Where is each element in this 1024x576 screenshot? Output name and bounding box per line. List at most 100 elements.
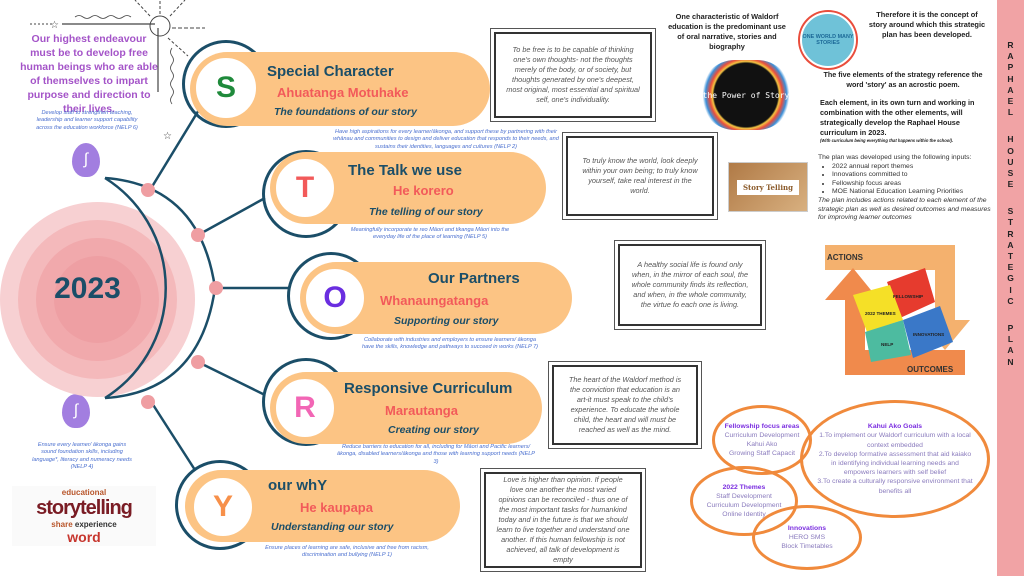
element-maori: Marautanga [385, 403, 458, 418]
leaf-logo-icon: ∫ [62, 394, 90, 428]
quote-box: Love is higher than opinion. If people l… [480, 468, 646, 572]
quote-text: Love is higher than opinion. If people l… [496, 475, 630, 564]
inputs-section: The plan was developed using the followi… [818, 154, 994, 223]
ellipse-title: Kahui Ako Goals [867, 423, 923, 431]
actions-label: ACTIONS [827, 253, 864, 262]
quote-box: The heart of the Waldorf method is the c… [548, 361, 702, 449]
outcomes-label: OUTCOMES [907, 365, 954, 374]
fellowship-ellipse: Fellowship focus areas Curriculum Develo… [712, 405, 812, 475]
ellipse-title: 2022 Themes [722, 483, 766, 491]
wordcloud-word: share [51, 519, 73, 529]
ellipse-item: Growing Staff Capacit [729, 450, 795, 458]
banner-letter: A [1007, 345, 1014, 356]
banner-letter: T [1007, 251, 1014, 261]
banner-letter: N [1007, 356, 1014, 367]
letter-circle-o: O [302, 265, 368, 331]
puzzle-innovations [903, 306, 953, 358]
element-letter: O [323, 281, 347, 314]
banner-letter: E [1007, 95, 1014, 106]
ellipse-item: 1.To implement our Waldorf curriculum wi… [819, 432, 971, 449]
banner-letter: H [1007, 73, 1014, 84]
ellipse-item: Curriculum Development [724, 431, 800, 439]
ellipse-item: Online Identity [722, 511, 766, 519]
banner-letter: A [1007, 84, 1014, 95]
element-subtitle: Supporting our story [394, 315, 499, 327]
element-letter: S [215, 71, 236, 104]
connector-node [209, 281, 223, 295]
wordcloud-word: educational [61, 487, 107, 497]
banner-letter: R [1007, 40, 1014, 50]
element-title: Responsive Curriculum [344, 380, 513, 397]
element-nelp: Have high aspirations for every learner/… [333, 129, 559, 150]
banner-letter: T [1007, 217, 1014, 228]
quote-text: The heart of the Waldorf method is the c… [568, 375, 682, 434]
letter-circle-y: Y [190, 474, 256, 540]
banner-letter: E [1007, 179, 1014, 190]
element-nelp: Ensure places of learning are safe, incl… [265, 545, 429, 559]
banner-letter: S [1007, 206, 1014, 217]
svg-text:☆: ☆ [163, 131, 172, 142]
banner-letter: U [1007, 156, 1014, 167]
banner-letter: I [1009, 284, 1012, 295]
element-maori: He korero [393, 183, 454, 198]
banner-letter: L [1007, 334, 1014, 345]
ellipse-item: Kahui Ako [746, 441, 778, 448]
letter-circle-s: S [192, 54, 260, 122]
ellipse-item: 2.To develop formative assessment that a… [818, 450, 972, 477]
connector-lines [104, 94, 290, 471]
wordcloud-word: word [67, 528, 101, 545]
five-elements-text: The five elements of the strategy refere… [823, 70, 983, 89]
year-ring [54, 256, 141, 343]
element-subtitle: The foundations of our story [274, 106, 417, 118]
story-telling-photo: Story Telling [728, 162, 808, 212]
banner-letter: A [1007, 51, 1014, 62]
letter-circle-t: T [272, 155, 338, 221]
quote-box: To truly know the world, look deeply wit… [562, 132, 718, 220]
element-letter: Y [212, 490, 233, 523]
element-subtitle: Creating our story [388, 424, 480, 436]
waldorf-text: One characteristic of Waldorf education … [668, 12, 786, 51]
wordcloud-word: experience [74, 519, 117, 529]
banner-letter: H [1007, 134, 1014, 145]
element-title: Our Partners [428, 270, 520, 287]
banner-letter: C [1007, 295, 1014, 306]
connector-node [141, 395, 155, 409]
globe-label: ONE WORLD MANY STORIES [802, 34, 854, 46]
themes-ellipse: 2022 Themes Staff Development Curriculum… [690, 466, 798, 536]
kahui-ellipse: Kahui Ako Goals 1.To implement our Waldo… [800, 400, 990, 518]
banner-letter: R [1007, 228, 1014, 239]
intro-quote: Our highest endeavour must be to develop… [20, 33, 158, 115]
quote-text: A healthy social life is found only when… [631, 260, 749, 309]
ellipse-item: Block Timetables [781, 543, 833, 551]
element-subtitle: Understanding our story [271, 521, 394, 533]
power-of-story-label: the Power of Story [702, 90, 790, 100]
connector-node [141, 183, 155, 197]
power-of-story-image: the Power of Story [700, 60, 792, 130]
leaf-logo-icon: ∫ [72, 143, 100, 177]
one-world-globe-icon: ONE WORLD MANY STORIES [800, 12, 856, 68]
ellipse-title: Fellowship focus areas [724, 422, 800, 430]
input-item: Innovations committed to [832, 171, 994, 180]
concept-text: Therefore it is the concept of story aro… [868, 10, 986, 39]
actions-outcomes-diagram: ACTIONS OUTCOMES FELLOWSHIP 2022 THEMES … [825, 245, 970, 375]
element-nelp: Reduce barriers to education for all, in… [336, 444, 536, 465]
puzzle-fellowship [887, 268, 935, 318]
puzzle-nelp [865, 320, 911, 362]
svg-text:☆: ☆ [50, 20, 59, 31]
nelp6-note: Develop staff to strengthen teaching, le… [36, 110, 138, 131]
element-maori: Ahuatanga Motuhake [277, 85, 409, 100]
storytelling-wordcloud-image: educational storytelling share experienc… [12, 486, 156, 546]
element-title: our whY [268, 477, 328, 494]
element-letter: T [295, 171, 315, 204]
element-nelp: Collaborate with industries and employer… [361, 337, 539, 351]
each-element-body: Each element, in its own turn and workin… [820, 98, 975, 137]
banner-letter: P [1007, 62, 1014, 73]
quote-text: To be free is to be capable of thinking … [506, 45, 640, 104]
input-item: 2022 annual report themes [832, 163, 994, 172]
element-nelp: Meaningfully incorporate te reo Māori an… [350, 227, 510, 241]
each-element-note: (With curriculum being everything that h… [820, 138, 954, 143]
element-maori: Whanaungatanga [380, 293, 489, 308]
connector-node [191, 355, 205, 369]
banner-letter: G [1007, 273, 1014, 284]
